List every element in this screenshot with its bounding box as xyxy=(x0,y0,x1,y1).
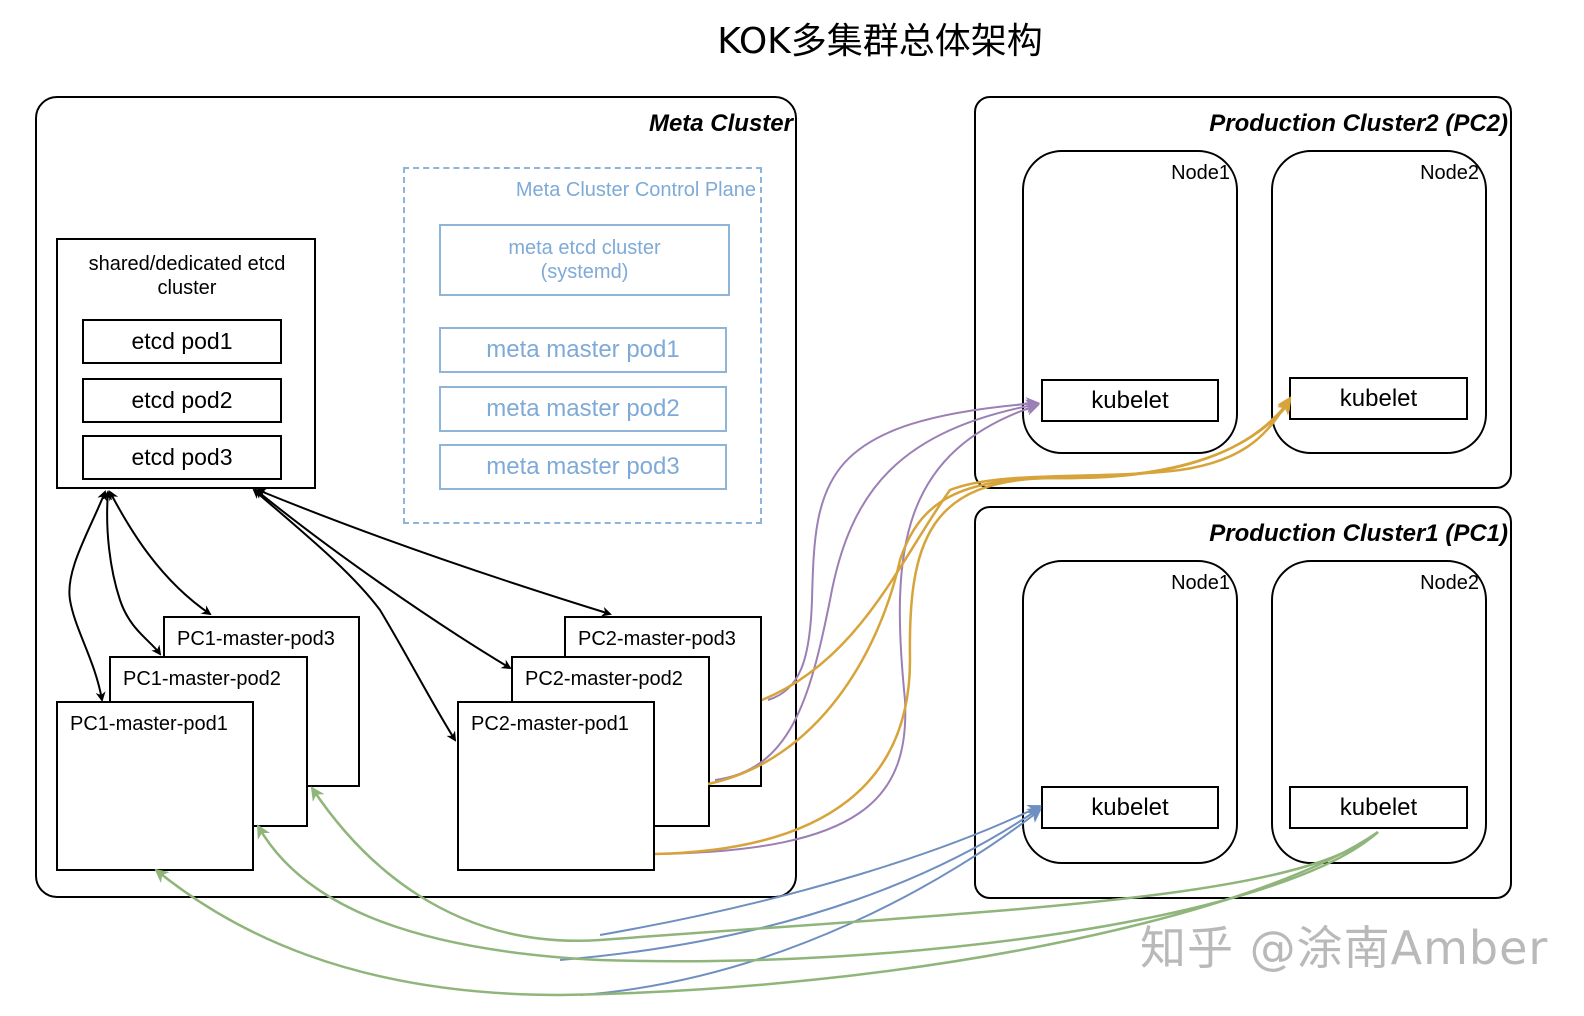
pc2-node-1-kubelet[interactable]: kubelet xyxy=(1041,379,1219,422)
etcd-pod-2[interactable]: etcd pod2 xyxy=(82,378,282,423)
watermark: 知乎 @涂南Amber xyxy=(1140,921,1549,975)
pc1-master-pod-2-label: PC1-master-pod2 xyxy=(123,668,281,690)
pc2-node-2[interactable]: Node2 xyxy=(1271,150,1487,454)
pc2-master-pod-1-label: PC2-master-pod1 xyxy=(471,713,629,735)
meta-cluster-label: Meta Cluster xyxy=(648,110,793,137)
pc1-node-2-label: Node2 xyxy=(1420,572,1479,594)
diagram-title: KOK多集群总体架构 xyxy=(717,21,1043,62)
pc2-node-2-kubelet[interactable]: kubelet xyxy=(1289,377,1468,420)
pc2-node-2-label: Node2 xyxy=(1420,162,1479,184)
pc1-master-pod-3-label: PC1-master-pod3 xyxy=(177,628,335,650)
meta-etcd-line1: meta etcd cluster xyxy=(508,237,661,259)
pc1-node-1-label: Node1 xyxy=(1171,572,1230,594)
pc1-master-pod-1-label: PC1-master-pod1 xyxy=(70,713,228,735)
etcd-cluster-label: shared/dedicated etcd cluster xyxy=(88,253,286,299)
pc2-master-pod-3-label: PC2-master-pod3 xyxy=(578,628,736,650)
meta-master-pod-3[interactable]: meta master pod3 xyxy=(439,444,727,490)
control-plane-label: Meta Cluster Control Plane xyxy=(515,179,756,201)
meta-etcd-line2: (systemd) xyxy=(540,261,629,283)
meta-etcd-cluster[interactable]: meta etcd cluster (systemd) xyxy=(439,224,730,296)
pc2-label: Production Cluster2 (PC2) xyxy=(1209,110,1508,137)
meta-master-pod-1[interactable]: meta master pod1 xyxy=(439,327,727,373)
pc1-master-pod-1[interactable]: PC1-master-pod1 xyxy=(56,701,254,871)
pc1-label: Production Cluster1 (PC1) xyxy=(1209,520,1508,547)
pc1-node-1-kubelet[interactable]: kubelet xyxy=(1041,786,1219,829)
etcd-pod-3[interactable]: etcd pod3 xyxy=(82,435,282,480)
pc2-master-pod-2-label: PC2-master-pod2 xyxy=(525,668,683,690)
pc2-node-1-label: Node1 xyxy=(1171,162,1230,184)
meta-master-pod-2[interactable]: meta master pod2 xyxy=(439,386,727,432)
pc2-master-pod-1[interactable]: PC2-master-pod1 xyxy=(457,701,655,871)
etcd-pod-1[interactable]: etcd pod1 xyxy=(82,319,282,364)
pc1-node-2-kubelet[interactable]: kubelet xyxy=(1289,786,1468,829)
